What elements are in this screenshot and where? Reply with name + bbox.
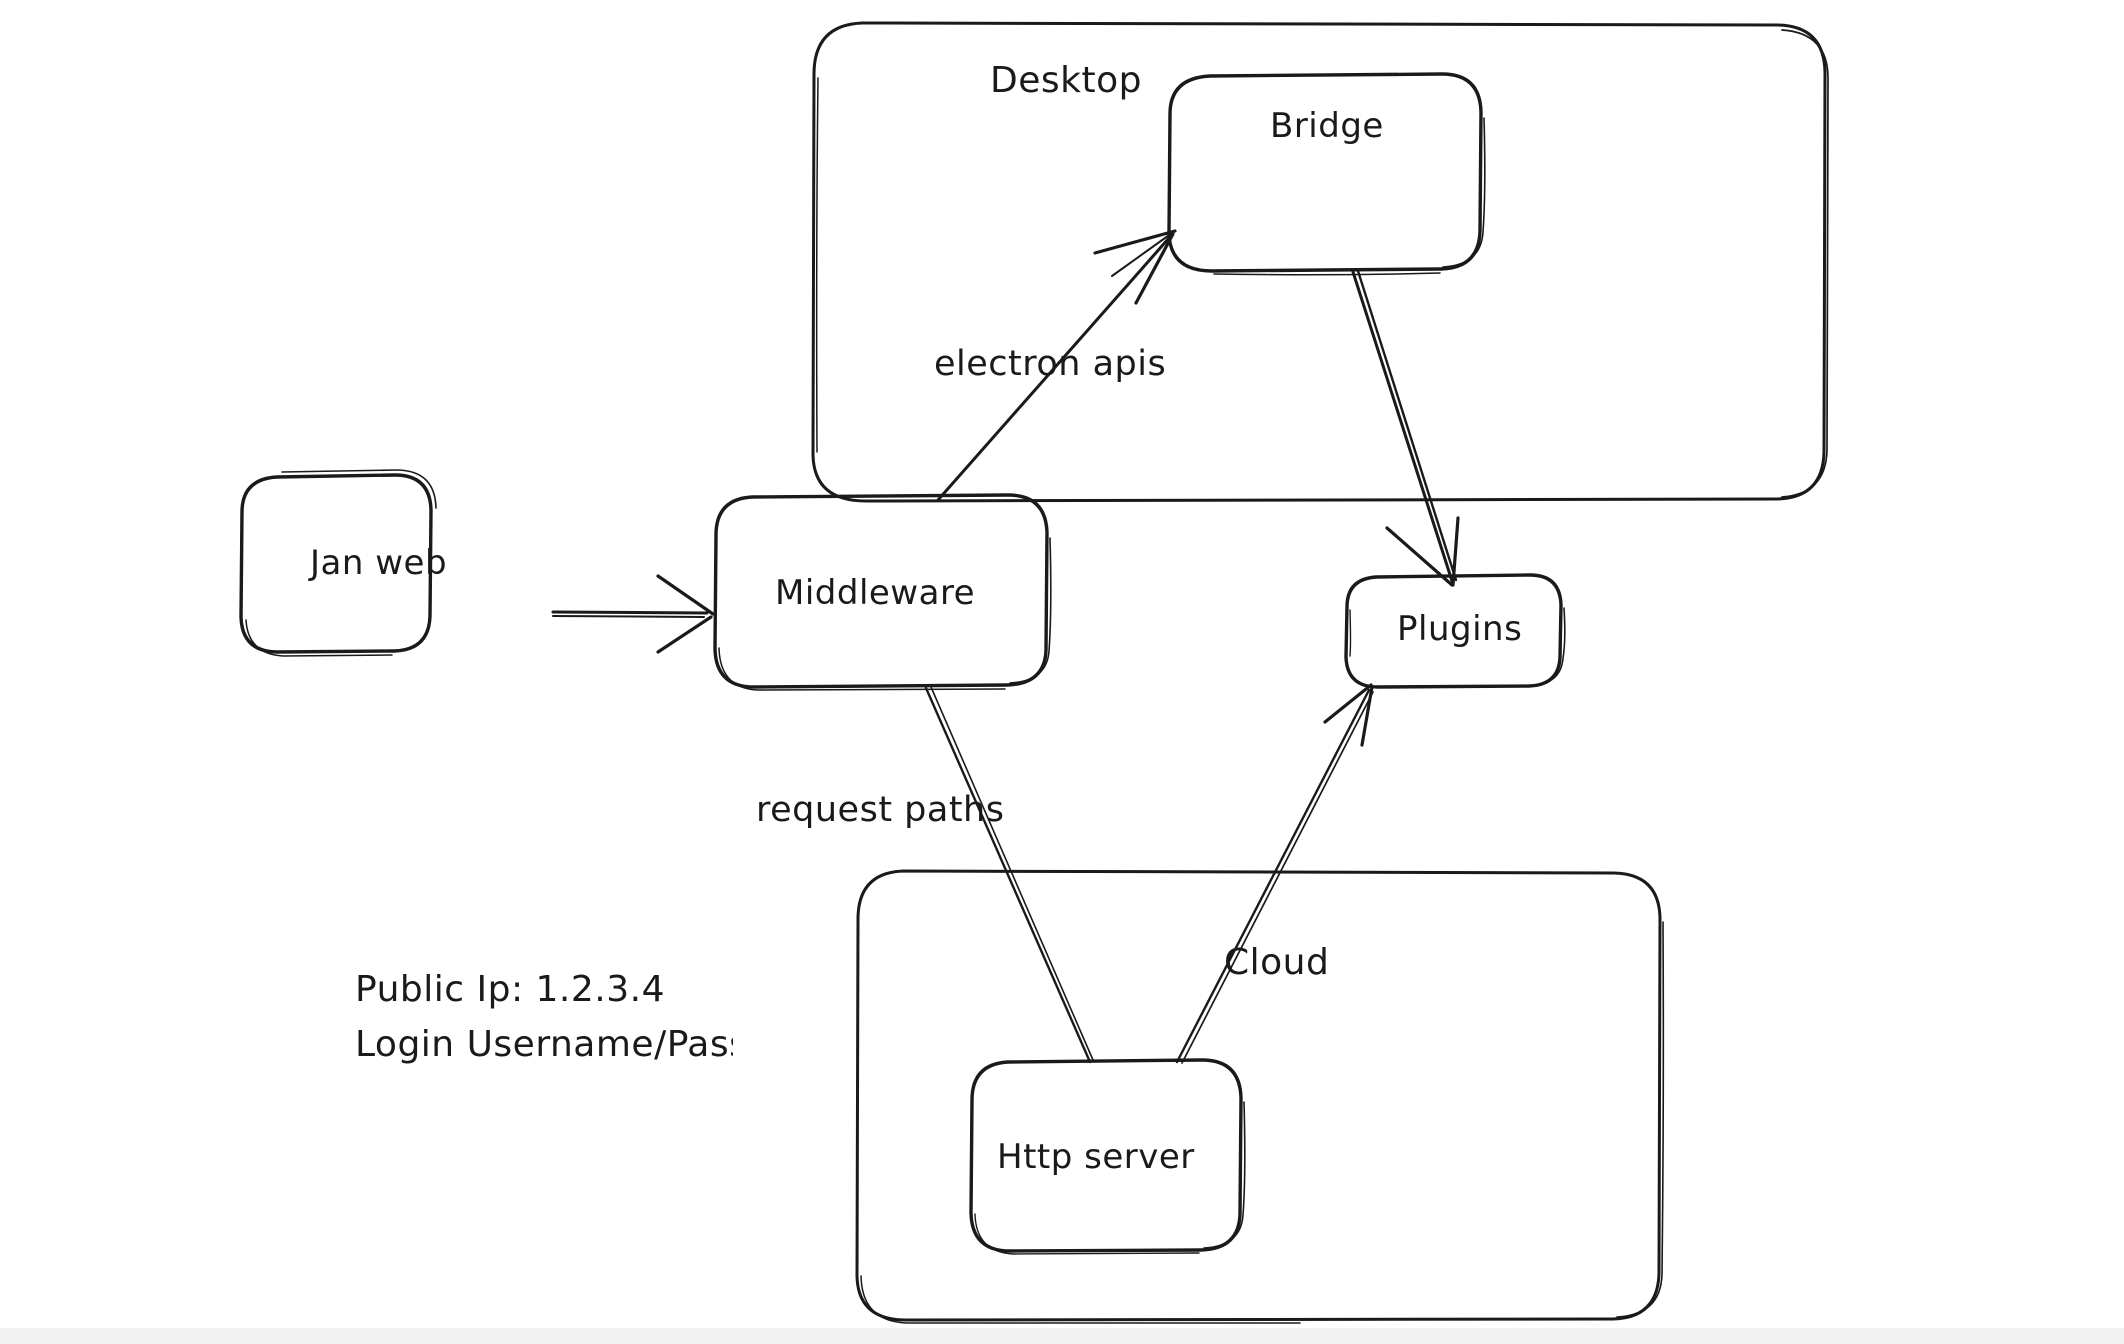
middleware-node-label: Middleware: [775, 573, 976, 613]
http-server-node-label: Http server: [997, 1137, 1195, 1177]
bridge-node-label: Bridge: [1270, 106, 1384, 146]
plugins-box-shape: [1344, 573, 1566, 689]
jan-web-box-shape: [239, 469, 437, 657]
bridge-box-shape: [1167, 72, 1486, 276]
edge-label-electron-apis: electron apis: [934, 344, 1167, 384]
edge-middleware-to-bridge: [936, 229, 1177, 502]
desktop-container-label: Desktop: [990, 60, 1142, 101]
edge-label-request-paths: request paths: [756, 790, 1005, 830]
http-server-box-shape: [969, 1058, 1246, 1255]
cloud-container-shape: [855, 869, 1665, 1324]
note-login-credentials: Login Username/Password: [355, 1024, 733, 1065]
edge-httpserver-to-plugins: [1175, 683, 1374, 1064]
edge-janweb-to-middleware: [551, 574, 715, 654]
desktop-container-shape: [811, 21, 1829, 503]
cloud-container-label: Cloud: [1224, 942, 1330, 983]
edge-bridge-to-plugins: [1351, 269, 1460, 587]
plugins-node-label: Plugins: [1397, 609, 1523, 649]
edge-middleware-to-httpserver: [924, 686, 1094, 1064]
note-public-ip: Public Ip: 1.2.3.4: [355, 969, 665, 1010]
jan-web-node-label: Jan web: [310, 543, 448, 583]
bottom-edge-band: [0, 1328, 2124, 1344]
middleware-box-shape: [713, 493, 1052, 691]
